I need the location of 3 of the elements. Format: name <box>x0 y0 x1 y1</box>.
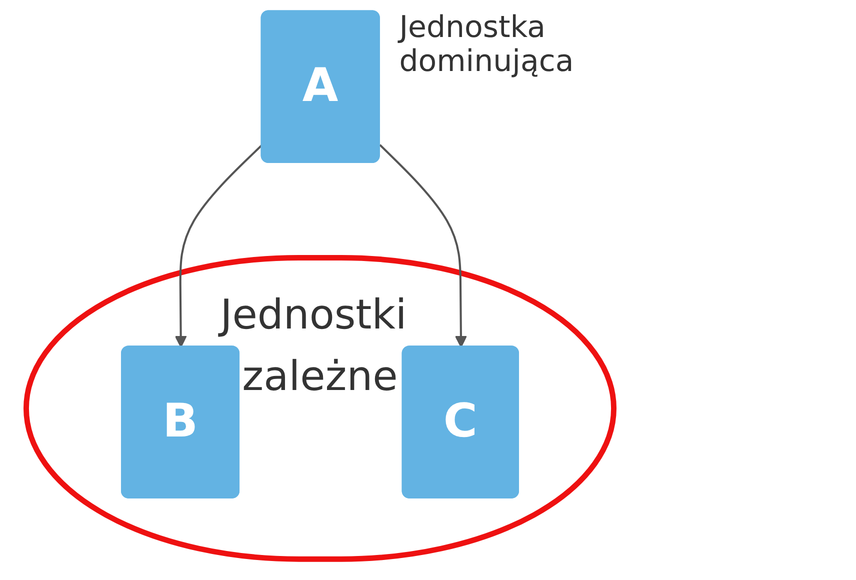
arrow <box>379 144 467 348</box>
arrow <box>174 144 263 348</box>
node-caption: Jednostka dominująca <box>399 10 575 80</box>
